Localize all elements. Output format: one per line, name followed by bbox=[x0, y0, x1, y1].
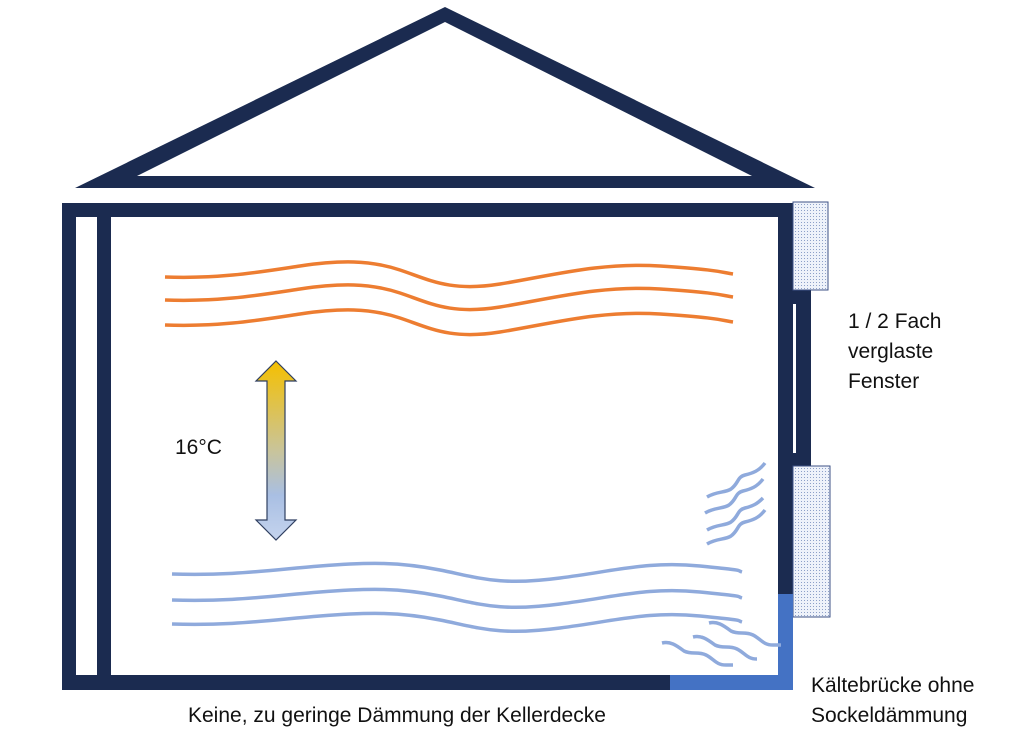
insulation-bottom bbox=[792, 465, 831, 618]
thermal-bridge-label-line2: Sockeldämmung bbox=[811, 704, 968, 727]
thermal-bridge-label-line1: Kältebrücke ohne bbox=[811, 674, 975, 697]
windows-label-line3: Fenster bbox=[848, 370, 920, 393]
windows-label-line1: 1 / 2 Fach bbox=[848, 310, 942, 333]
windows-label-line2: verglaste bbox=[848, 340, 934, 363]
insulation-top bbox=[792, 201, 829, 291]
cold-air-waves bbox=[171, 561, 743, 634]
draft-waves-corner bbox=[661, 620, 781, 667]
wall-right bbox=[778, 203, 793, 690]
windows-label: 1 / 2 Fach verglaste Fenster bbox=[848, 307, 941, 397]
window-glass bbox=[793, 304, 796, 453]
temperature-label: 16°C bbox=[175, 436, 222, 459]
wall-bottom bbox=[62, 675, 793, 690]
window-frame bbox=[793, 290, 811, 466]
wall-left-inner bbox=[97, 203, 111, 690]
basement-insulation-label: Keine, zu geringe Dämmung der Kellerdeck… bbox=[188, 704, 606, 727]
warm-air-waves bbox=[164, 260, 734, 337]
thermal-bridge-bottom bbox=[670, 675, 793, 690]
wall-top bbox=[62, 203, 793, 217]
thermal-bridge-label: Kältebrücke ohne Sockeldämmung bbox=[811, 671, 974, 731]
roof-inner bbox=[137, 22, 752, 176]
thermal-bridge-side bbox=[778, 594, 793, 690]
wall-left-outer bbox=[62, 203, 76, 690]
temperature-gradient-arrow bbox=[254, 360, 298, 541]
draft-waves-window bbox=[704, 461, 767, 546]
